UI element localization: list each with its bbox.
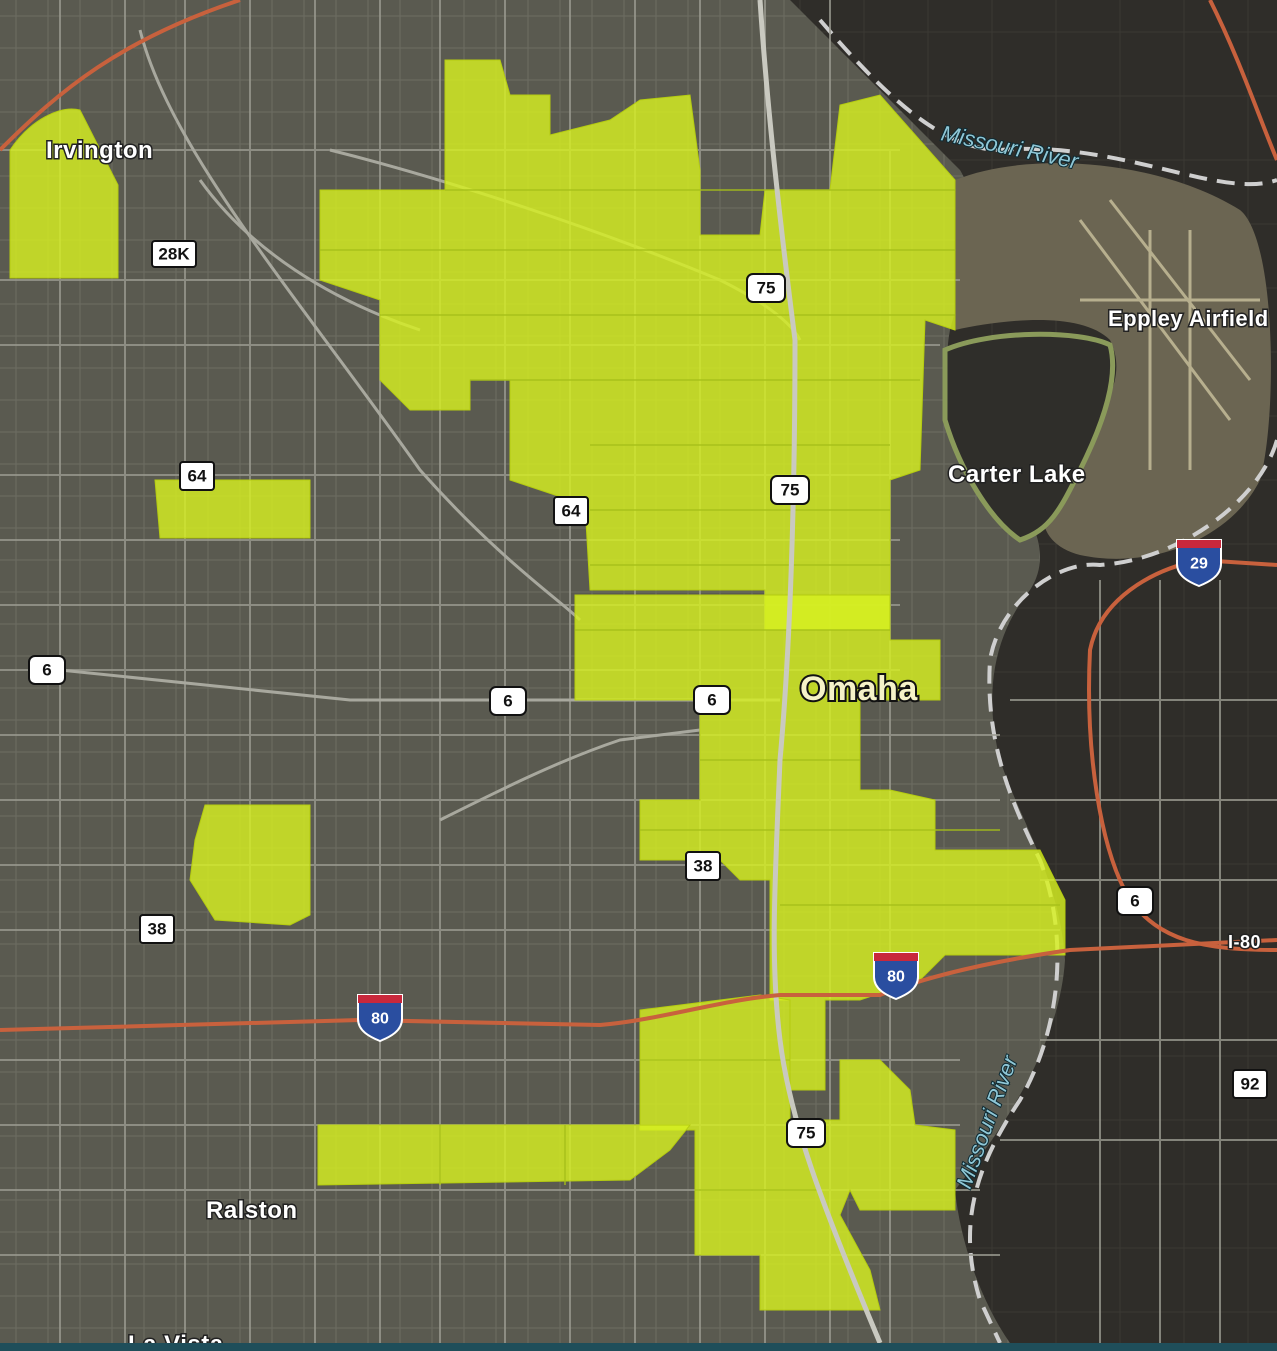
airfield-peninsula	[955, 163, 1271, 559]
i80-line	[0, 938, 1277, 1032]
svg-text:75: 75	[781, 481, 800, 500]
label-omaha: Omaha	[800, 670, 918, 708]
i480-line	[1208, 0, 1277, 161]
state-boundary	[818, 18, 1277, 1344]
svg-text:64: 64	[188, 467, 207, 486]
zone-irvington[interactable]	[9, 108, 119, 279]
svg-text:75: 75	[757, 279, 776, 298]
i29-line	[1087, 557, 1277, 952]
shield-i80-east: 80	[873, 952, 919, 1001]
svg-text:6: 6	[42, 661, 51, 680]
carter-lake-water	[942, 331, 1116, 543]
svg-text:80: 80	[371, 1011, 389, 1028]
svg-text:80: 80	[887, 969, 905, 986]
airfield-runways	[1078, 199, 1260, 470]
shield-38-west: 38	[139, 914, 175, 944]
shield-64-west: 64	[179, 461, 215, 491]
shield-us75-mid: 75	[770, 475, 810, 505]
zone-west-middle[interactable]	[189, 804, 311, 926]
i680-line	[0, 0, 241, 152]
bottom-bar	[0, 1343, 1277, 1351]
zone-internal-roads	[320, 189, 1060, 1191]
shield-us6-west: 6	[489, 686, 527, 716]
shield-us75-north: 75	[746, 273, 786, 303]
svg-text:29: 29	[1190, 556, 1208, 573]
label-i80: I-80	[1228, 932, 1261, 952]
us75-freeway	[757, 0, 883, 1344]
shield-38-east: 38	[685, 851, 721, 881]
svg-text:64: 64	[562, 502, 581, 521]
svg-text:75: 75	[797, 1124, 816, 1143]
label-irvington: Irvington	[46, 137, 153, 164]
shields: 28K 75 75 75 64 64 6 6	[28, 240, 1268, 1148]
shield-us75-south: 75	[786, 1118, 826, 1148]
label-ralston: Ralston	[206, 1197, 298, 1224]
shield-i80-west: 80	[357, 994, 403, 1043]
svg-text:38: 38	[148, 920, 167, 939]
zone-64-west[interactable]	[154, 479, 311, 539]
shield-us6-far-west: 6	[28, 655, 66, 685]
label-carter-lake: Carter Lake	[948, 461, 1086, 488]
shield-us6-east: 6	[1116, 886, 1154, 916]
interstates	[0, 0, 1277, 1032]
shield-28k: 28K	[151, 240, 197, 268]
zone-south-west[interactable]	[317, 1124, 692, 1186]
label-eppley-airfield: Eppley Airfield	[1108, 306, 1269, 331]
svg-text:92: 92	[1241, 1075, 1260, 1094]
svg-text:6: 6	[1130, 892, 1139, 911]
shield-64-east: 64	[553, 496, 589, 526]
shield-i29: 29	[1176, 539, 1222, 588]
shield-92: 92	[1232, 1069, 1268, 1099]
svg-text:6: 6	[503, 692, 512, 711]
svg-text:6: 6	[707, 691, 716, 710]
svg-text:38: 38	[694, 857, 713, 876]
svg-text:28K: 28K	[158, 245, 190, 264]
shield-us6-central: 6	[693, 685, 731, 715]
